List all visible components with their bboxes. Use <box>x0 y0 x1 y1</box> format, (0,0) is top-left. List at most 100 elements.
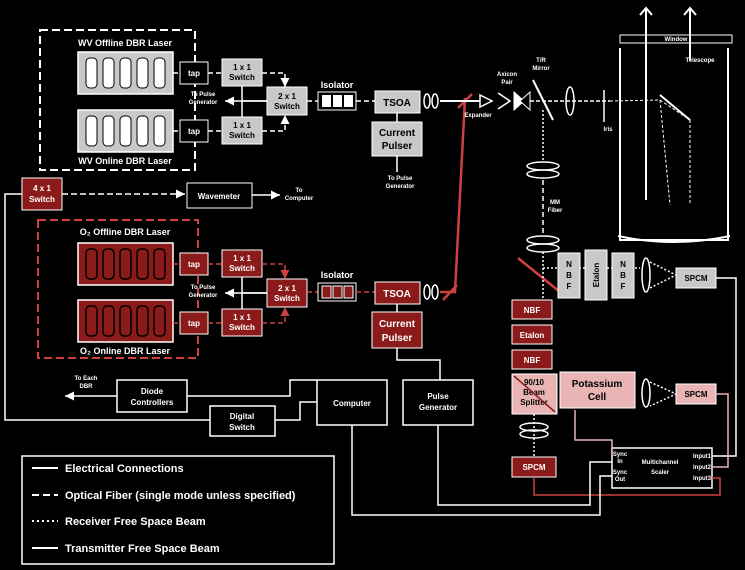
svg-text:Switch: Switch <box>229 73 255 82</box>
expander-label: Expander <box>464 113 492 119</box>
svg-text:1 x 1: 1 x 1 <box>233 121 251 130</box>
wv-online-1x1-switch: 1 x 1 Switch <box>221 116 263 145</box>
svg-text:Wavemeter: Wavemeter <box>198 192 240 201</box>
wv-offline-tap: tap <box>179 61 209 85</box>
svg-text:1 x 1: 1 x 1 <box>233 63 251 72</box>
svg-text:F: F <box>621 282 626 291</box>
fiber-coupling-lens-lower <box>526 235 560 253</box>
wv-isolator <box>317 91 357 111</box>
diode-controllers: Diode Controllers <box>116 379 188 413</box>
computer: Computer <box>316 379 388 426</box>
o2-online-tap: tap <box>179 311 209 335</box>
tr-mirror <box>532 79 554 121</box>
svg-text:Scaler: Scaler <box>651 470 670 476</box>
telescope-label: Telescope <box>686 58 716 64</box>
svg-text:tap: tap <box>188 319 200 328</box>
wv-isolator-label: Isolator <box>321 80 354 90</box>
svg-text:Receiver Free Space Beam: Receiver Free Space Beam <box>65 516 206 528</box>
svg-text:To Each: To Each <box>75 376 98 382</box>
svg-text:Diode: Diode <box>141 387 164 396</box>
svg-text:Switch: Switch <box>229 323 255 332</box>
svg-text:T/R: T/R <box>536 58 546 64</box>
wv-nbf-1: N B F <box>557 252 581 299</box>
wv-spcm: SPCM <box>675 267 717 289</box>
potassium-cell: Potassium Cell <box>559 371 636 409</box>
svg-text:2 x 1: 2 x 1 <box>278 284 296 293</box>
svg-text:Mirror: Mirror <box>532 66 550 72</box>
wavemeter-to-computer-label: To Computer <box>285 188 314 202</box>
potassium-focus-lens <box>641 378 678 408</box>
4x1-switch: 4 x 1 Switch <box>21 177 63 211</box>
svg-text:Generator: Generator <box>189 293 218 299</box>
wv-tsoa-lenses <box>423 93 439 109</box>
wv-online-dbr-laser <box>77 109 174 153</box>
svg-text:Controllers: Controllers <box>131 398 174 407</box>
svg-text:SPCM: SPCM <box>684 274 707 283</box>
svg-text:F: F <box>567 282 572 291</box>
svg-text:N: N <box>566 260 572 269</box>
svg-text:Generator: Generator <box>189 100 218 106</box>
wv-offline-1x1-switch: 1 x 1 Switch <box>221 58 263 87</box>
svg-text:NBF: NBF <box>524 306 541 315</box>
svg-text:Switch: Switch <box>229 131 255 140</box>
o2-etalon: Etalon <box>511 324 553 345</box>
svg-text:Switch: Switch <box>29 195 55 204</box>
svg-text:N: N <box>620 260 626 269</box>
svg-text:Beam: Beam <box>523 388 545 397</box>
o2-tsoa: TSOA <box>374 281 421 305</box>
svg-text:MM: MM <box>550 200 560 206</box>
to-each-dbr-label: To Each DBR <box>75 376 98 390</box>
svg-text:Input2: Input2 <box>693 465 712 471</box>
svg-text:Current: Current <box>379 319 416 330</box>
wv-fiber-paths <box>173 72 318 132</box>
wv-offline-laser-title: WV Offline DBR Laser <box>78 38 173 48</box>
o2-electrical-paths <box>225 277 267 309</box>
wv-tsoa: TSOA <box>374 90 421 114</box>
receiver-lens-upper <box>565 86 575 116</box>
svg-text:Axicon: Axicon <box>497 72 517 78</box>
svg-text:Cell: Cell <box>588 392 607 403</box>
svg-text:Pulse: Pulse <box>427 392 449 401</box>
svg-text:SPCM: SPCM <box>684 390 707 399</box>
legend-receiver: Receiver Free Space Beam <box>32 516 206 528</box>
axicon-pair-label: Axicon Pair <box>497 72 517 86</box>
wv-fiber-enclosure <box>39 29 196 171</box>
svg-text:1 x 1: 1 x 1 <box>233 254 251 263</box>
o2-pulser-connection <box>396 304 441 380</box>
legend: Electrical Connections Optical Fiber (si… <box>21 455 335 565</box>
svg-text:To: To <box>296 188 303 194</box>
digital-switch: Digital Switch <box>209 405 276 437</box>
svg-text:Sync: Sync <box>613 452 628 458</box>
svg-text:Window: Window <box>665 37 688 43</box>
o2-online-dbr-laser <box>77 299 174 343</box>
o2-combining-mirror <box>442 284 458 301</box>
svg-text:DBR: DBR <box>80 384 94 390</box>
o2-online-spcm: SPCM <box>675 383 717 405</box>
svg-text:Generator: Generator <box>386 184 415 190</box>
o2-offline-tap: tap <box>179 252 209 276</box>
o2-offline-1x1-switch: 1 x 1 Switch <box>221 249 263 278</box>
svg-text:Out: Out <box>615 477 625 483</box>
svg-text:Computer: Computer <box>333 399 371 408</box>
o2-nbf-2: NBF <box>511 349 553 370</box>
svg-text:4 x 1: 4 x 1 <box>33 184 51 193</box>
svg-text:tap: tap <box>188 127 200 136</box>
svg-text:NBF: NBF <box>524 356 541 365</box>
svg-text:TSOA: TSOA <box>383 289 411 300</box>
o2-online-1x1-switch: 1 x 1 Switch <box>221 308 263 337</box>
svg-text:Sync: Sync <box>613 470 628 476</box>
svg-text:1 x 1: 1 x 1 <box>233 313 251 322</box>
iris-label: Iris <box>603 127 613 133</box>
svg-text:Optical Fiber (single mode unl: Optical Fiber (single mode unless specif… <box>65 490 296 502</box>
mm-fiber-label: MM Fiber <box>548 200 563 214</box>
4x1-electrical <box>4 193 210 421</box>
o2-to-pulse-generator-label: To Pulse Generator <box>189 285 218 299</box>
multichannel-scaler: Multichannel Scaler Sync In Sync Out Inp… <box>611 447 713 489</box>
wv-pulser-to-pulse-generator-label: To Pulse Generator <box>386 176 415 190</box>
svg-text:B: B <box>566 271 572 280</box>
wv-online-laser-title: WV Online DBR Laser <box>78 156 172 166</box>
beam-splitter-90-10: 90/10 Beam Splitter <box>511 373 558 415</box>
svg-text:Switch: Switch <box>274 102 300 111</box>
svg-text:To Pulse: To Pulse <box>191 92 216 98</box>
svg-text:Electrical Connections: Electrical Connections <box>65 463 184 475</box>
